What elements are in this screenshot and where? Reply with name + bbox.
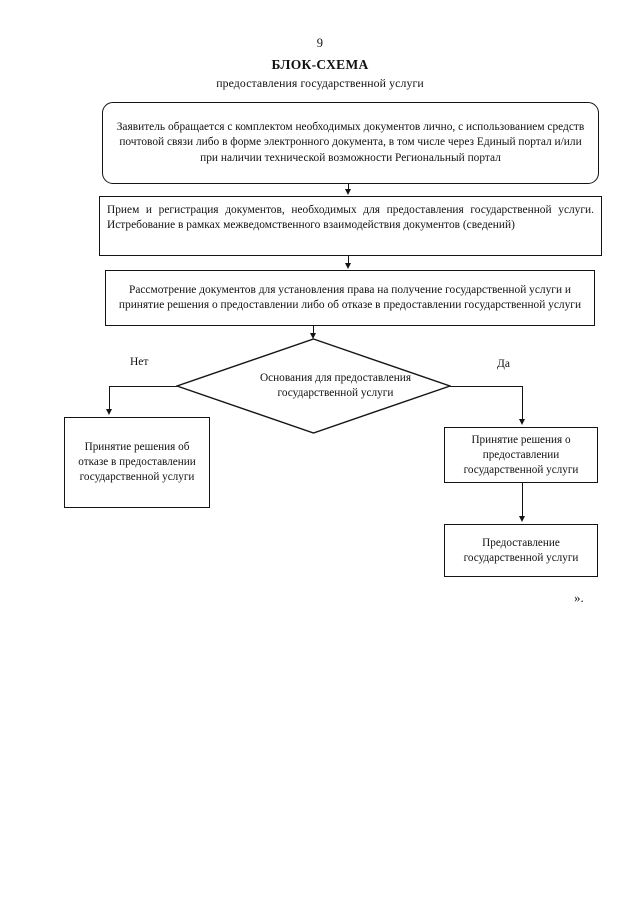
flow-node-refusal: Принятие решения об отказе в предоставле… <box>64 417 210 508</box>
flow-node-registration-label: Прием и регистрация документов, необходи… <box>107 204 594 232</box>
flow-node-service-provision: Предоставление государственной услуги <box>444 524 598 577</box>
branch-label-no: Нет <box>130 356 149 368</box>
flow-node-registration: Прием и регистрация документов, необходи… <box>99 196 602 256</box>
branch-label-yes: Да <box>497 358 510 370</box>
page-title: БЛОК-СХЕМА <box>271 57 369 72</box>
flow-node-review: Рассмотрение документов для установления… <box>105 270 595 326</box>
flow-node-refusal-label: Принятие решения об отказе в предоставле… <box>78 441 196 483</box>
flow-node-decision: Основания для предоставления государстве… <box>176 338 451 434</box>
page-number: 9 <box>316 36 324 50</box>
closing-quote-mark: ». <box>574 590 584 605</box>
diamond-shape-icon <box>176 338 451 434</box>
flow-node-grant-decision-label: Принятие решения о предоставлении госуда… <box>463 433 579 476</box>
flow-node-application-label: Заявитель обращается с комплектом необхо… <box>116 121 585 164</box>
page-subtitle: предоставления государственной услуги <box>216 76 424 90</box>
flow-node-service-provision-label: Предоставление государственной услуги <box>463 536 579 564</box>
flow-node-application: Заявитель обращается с комплектом необхо… <box>102 102 599 184</box>
flow-node-review-label: Рассмотрение документов для установления… <box>118 283 582 311</box>
flow-node-grant-decision: Принятие решения о предоставлении госуда… <box>444 427 598 483</box>
